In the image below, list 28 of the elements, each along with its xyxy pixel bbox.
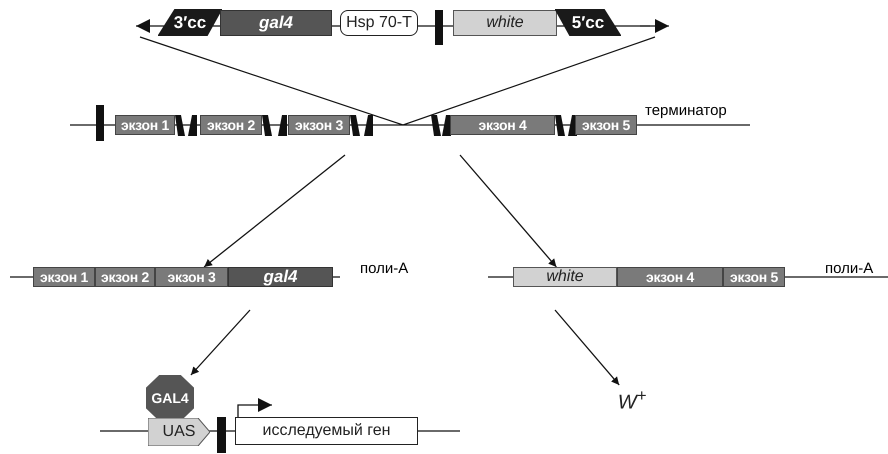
phenotype-text: W$^{+}$ [612, 385, 652, 415]
splice-site-block: 5′cc [555, 9, 621, 36]
gene-segment-box: gal4 [228, 267, 333, 287]
arrow [190, 310, 250, 376]
terminator-box: Hsp 70-T [340, 10, 418, 36]
polya-label: поли-А [360, 260, 408, 277]
gene-segment-box: white [513, 267, 617, 287]
gene-segment-box: gal4 [220, 10, 332, 36]
gene-segment-box: экзон 1 [33, 267, 95, 287]
gene-segment-box: экзон 3 [288, 115, 350, 135]
gene-segment-box: экзон 2 [95, 267, 155, 287]
arrow [204, 154, 346, 268]
arrow [460, 154, 557, 268]
terminator-label: терминатор [645, 102, 727, 119]
uas-element: UAS [148, 418, 210, 446]
gene-segment-box: экзон 4 [450, 115, 555, 135]
gene-segment-box: экзон 4 [617, 267, 723, 287]
arrow [554, 310, 620, 386]
gene-segment-box: экзон 5 [723, 267, 785, 287]
gene-segment-box: исследуемый ген [235, 417, 418, 445]
gene-segment-box: экзон 5 [575, 115, 637, 135]
gene-segment-box: экзон 3 [155, 267, 228, 287]
gene-segment-box: экзон 2 [200, 115, 262, 135]
gene-segment-box: white [453, 10, 557, 36]
protein-octagon: GAL4 [146, 375, 194, 421]
polya-label: поли-А [825, 260, 874, 277]
splice-site-block: 3′cc [158, 9, 222, 36]
gene-segment-box: экзон 1 [115, 115, 175, 135]
